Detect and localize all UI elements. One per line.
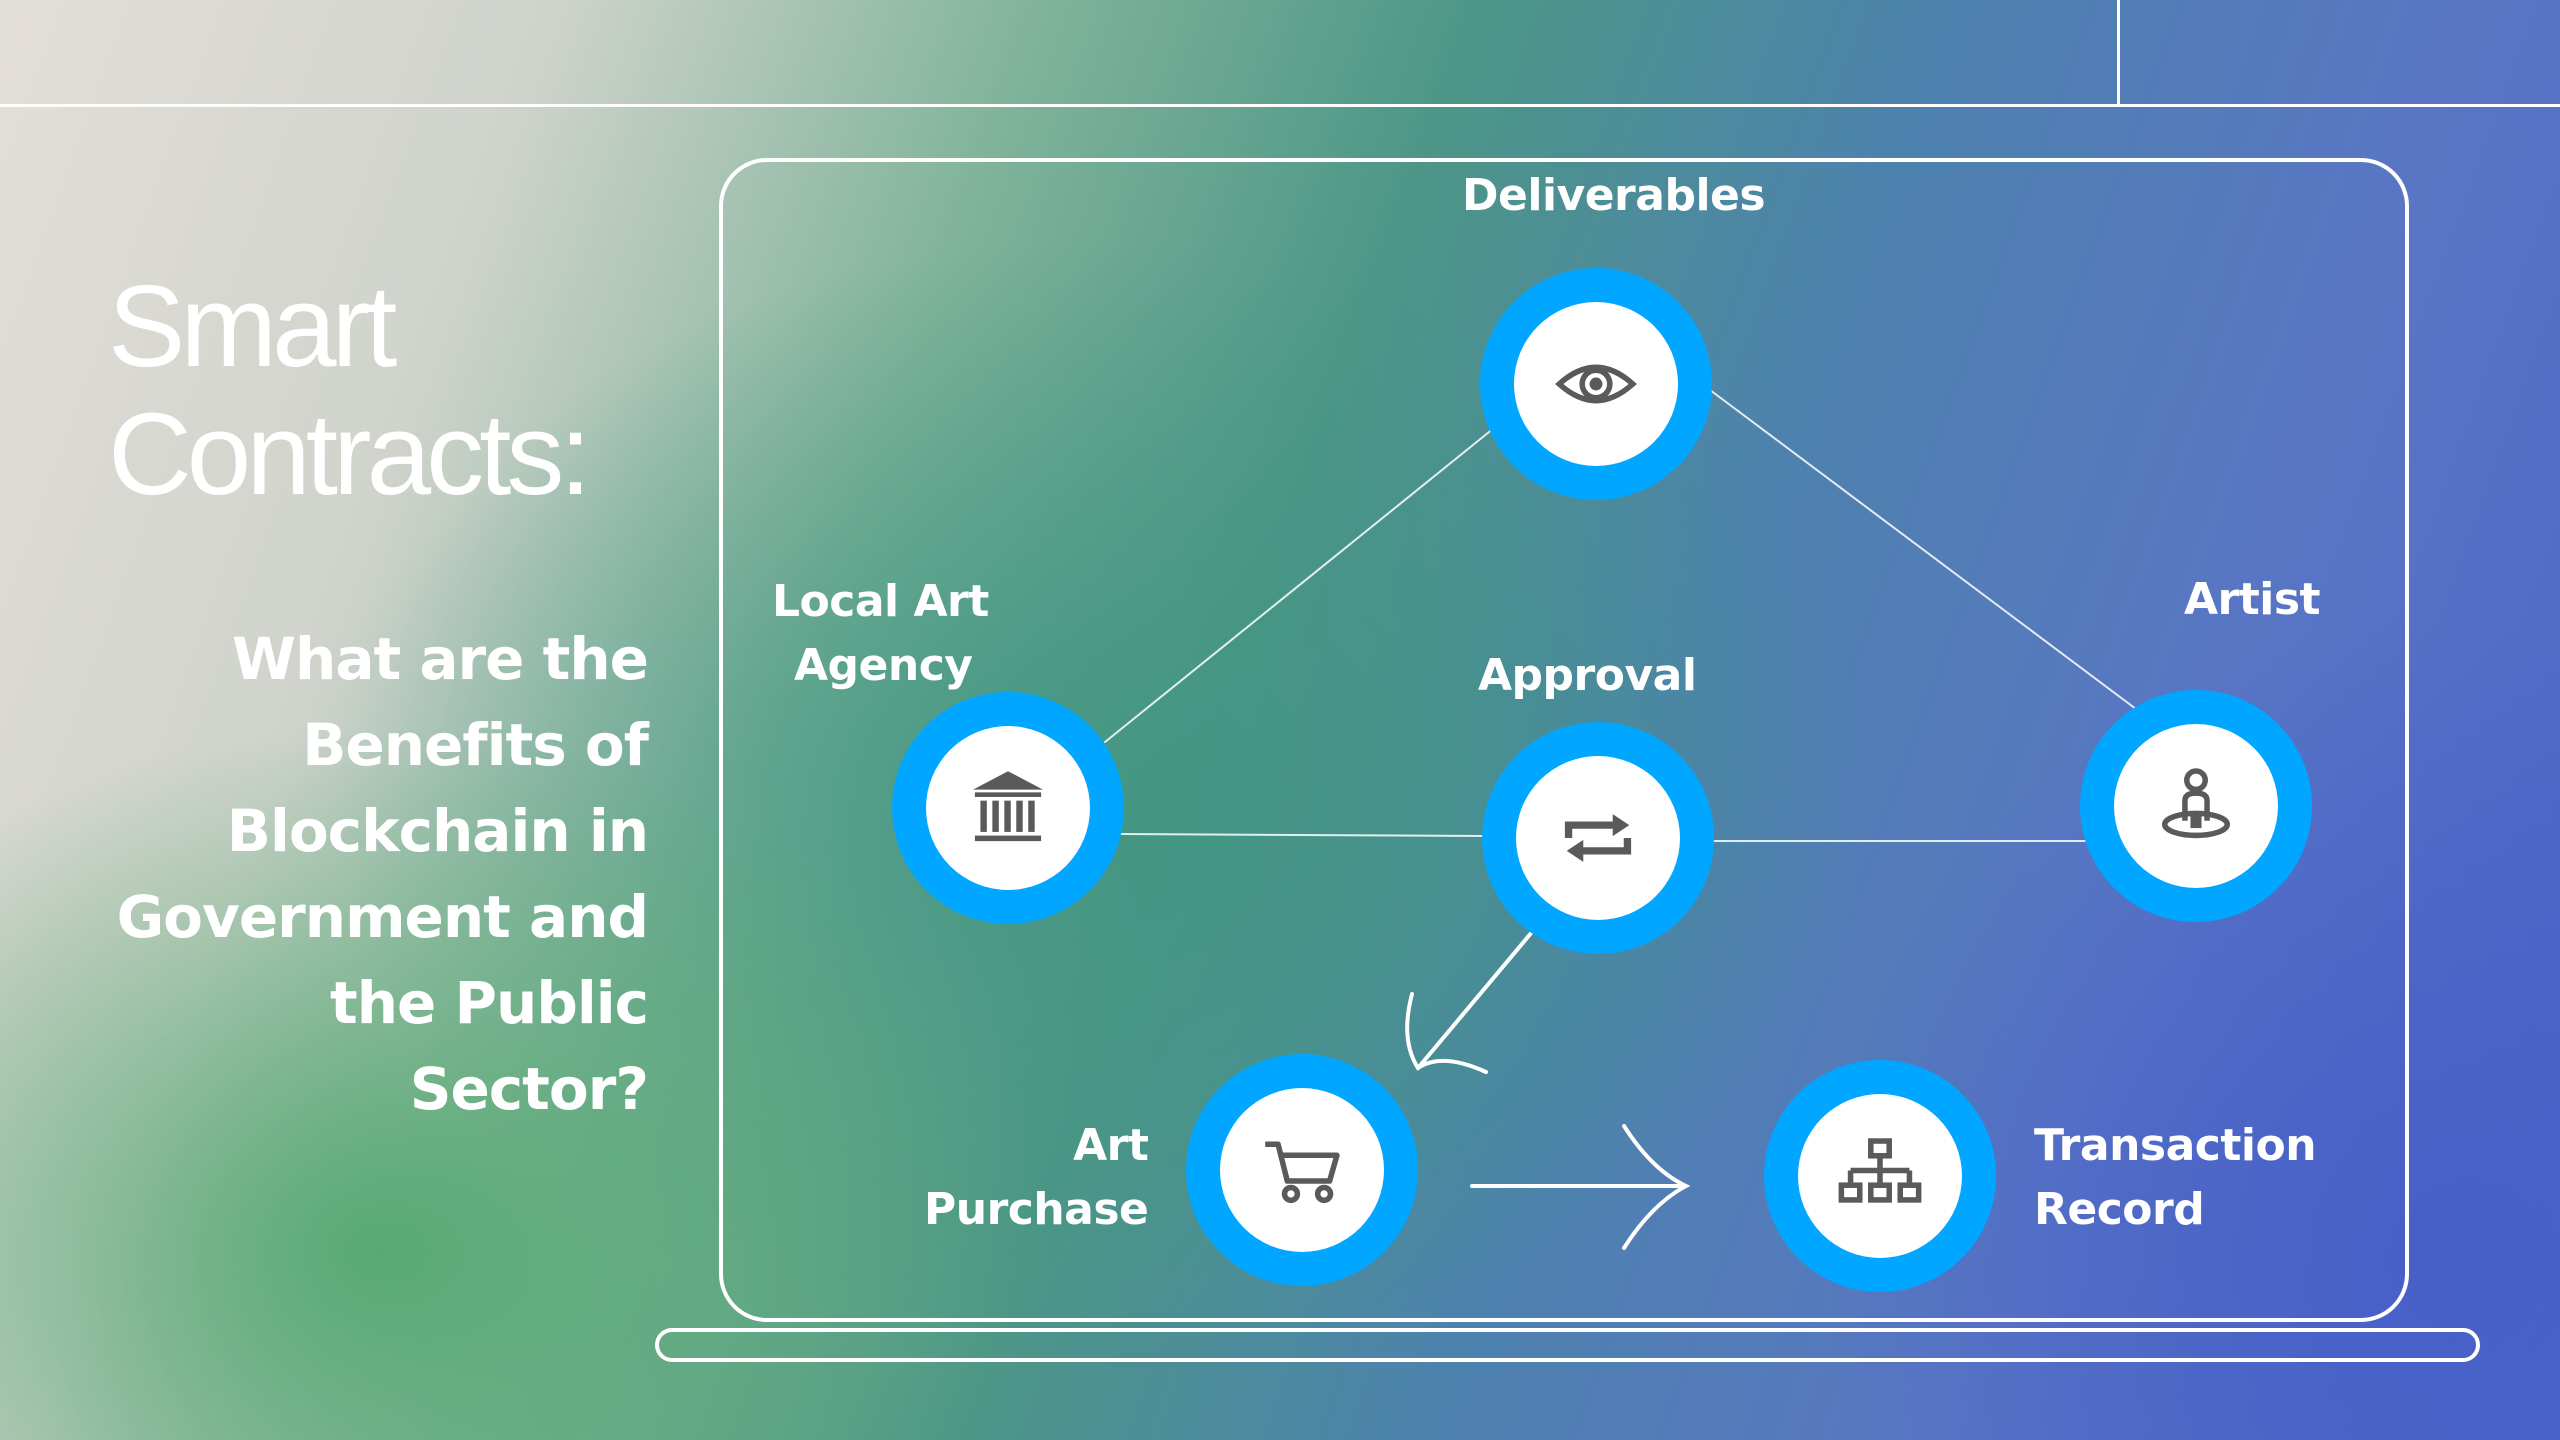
label-purchase-line-1: Art [1073, 1120, 1149, 1171]
node-purchase [1186, 1054, 1418, 1286]
node-artist-inner [2114, 724, 2278, 888]
label-agency-line-2: Agency [794, 640, 973, 691]
label-deliverables-line-1: Deliverables [1462, 170, 1766, 221]
shopping-cart-icon [1265, 1141, 1340, 1204]
title-line-1: Smart [108, 261, 397, 391]
node-deliverables [1480, 268, 1712, 500]
connector-agency-deliverables [1104, 427, 1495, 743]
label-agency: Local Art Agency [772, 570, 989, 698]
label-agency-line-1: Local Art [772, 576, 989, 627]
label-record: Transaction Record [2034, 1114, 2317, 1242]
node-record-inner [1798, 1094, 1962, 1258]
question-line-3: Blockchain in [226, 797, 649, 865]
label-artist-line-1: Artist [2184, 574, 2321, 625]
arrow-approval-to-purchase [1405, 930, 1534, 1074]
label-deliverables: Deliverables [1462, 164, 1766, 228]
node-approval [1482, 722, 1714, 954]
node-approval-inner [1516, 756, 1680, 920]
label-purchase-line-2: Purchase [924, 1184, 1149, 1235]
label-record-line-2: Record [2034, 1184, 2205, 1235]
label-approval-line-1: Approval [1478, 650, 1697, 701]
laptop-base [655, 1328, 2480, 1362]
slide-title: Smart Contracts: [108, 261, 592, 519]
title-line-2: Contracts: [108, 389, 592, 519]
node-purchase-inner [1220, 1088, 1384, 1252]
question-line-5: the Public Sector? [329, 969, 649, 1123]
label-record-line-1: Transaction [2034, 1120, 2317, 1171]
swap-arrows-icon [1564, 814, 1632, 862]
laptop-screen-frame [719, 158, 2409, 1322]
question-line-1: What are the [232, 625, 649, 693]
label-purchase: Art Purchase [924, 1114, 1149, 1242]
vertical-divider-line [2117, 0, 2120, 104]
connector-agency-approval [1119, 833, 1485, 837]
connector-deliverables-artist [1709, 389, 2141, 713]
node-agency [892, 692, 1124, 924]
arrow-purchase-to-record [1470, 1124, 1691, 1250]
question-line-2: Benefits of [302, 711, 649, 779]
label-artist: Artist [2184, 568, 2321, 632]
person-location-icon [2161, 768, 2231, 839]
top-divider-line [0, 104, 2560, 107]
bank-icon [973, 771, 1043, 842]
node-deliverables-inner [1514, 302, 1678, 466]
node-artist [2080, 690, 2312, 922]
question-line-4: Government and [116, 883, 649, 951]
node-agency-inner [926, 726, 1090, 890]
label-approval: Approval [1478, 644, 1697, 708]
slide-question: What are the Benefits of Blockchain in G… [80, 616, 649, 1132]
node-record [1764, 1060, 1996, 1292]
eye-icon [1555, 364, 1637, 404]
hierarchy-icon [1838, 1138, 1922, 1203]
